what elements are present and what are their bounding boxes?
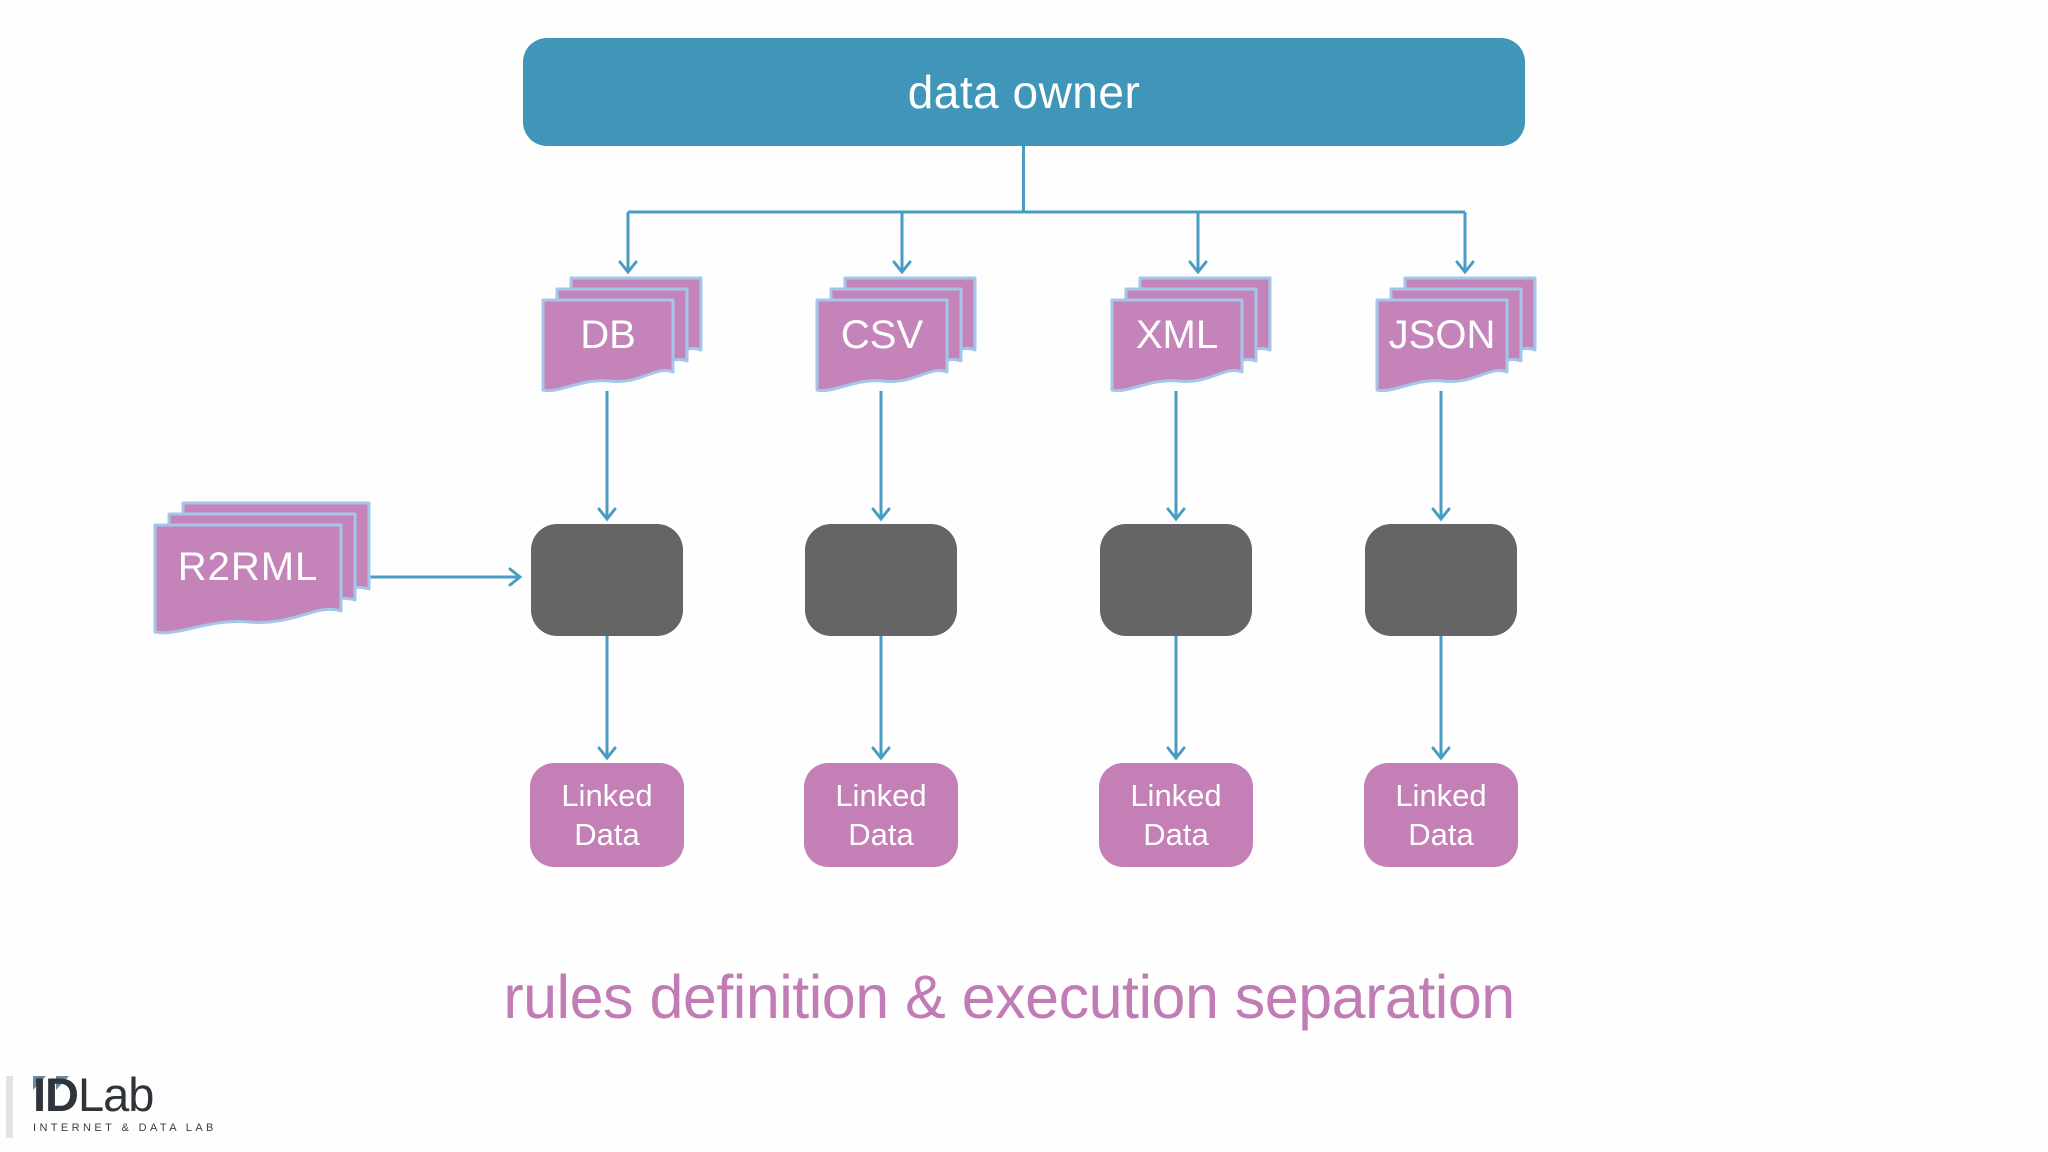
source-stack-csv: CSV <box>815 276 980 397</box>
slide-caption: rules definition & execution separation <box>503 963 1515 1031</box>
source-label-json: JSON <box>1388 312 1496 357</box>
processor-box-1 <box>531 524 683 636</box>
processor-box-2 <box>805 524 957 636</box>
logo-wordmark: IDLab <box>33 1071 217 1118</box>
logo-wordmark-lab: Lab <box>78 1068 154 1121</box>
processor-box-4 <box>1365 524 1517 636</box>
logo-tagline: INTERNET & DATA LAB <box>33 1122 217 1134</box>
output-box-1: Linked Data <box>530 763 684 867</box>
edge-artifact <box>6 1076 13 1138</box>
output-label: Linked Data <box>1130 778 1222 852</box>
output-label: Linked Data <box>561 778 653 852</box>
data-owner-label: data owner <box>907 66 1141 118</box>
output-label: Linked Data <box>1395 778 1487 852</box>
source-stack-db: DB <box>541 276 706 397</box>
idlab-logo: IDLab INTERNET & DATA LAB <box>33 1071 217 1134</box>
processor-box-3 <box>1100 524 1252 636</box>
rules-stack-r2rml: R2RML <box>153 501 374 642</box>
source-label-csv: CSV <box>840 312 924 357</box>
source-stack-json: JSON <box>1375 276 1540 397</box>
output-box-4: Linked Data <box>1364 763 1518 867</box>
output-box-2: Linked Data <box>804 763 958 867</box>
source-label-xml: XML <box>1135 312 1219 357</box>
output-label: Linked Data <box>835 778 927 852</box>
source-label-db: DB <box>580 312 636 357</box>
output-box-3: Linked Data <box>1099 763 1253 867</box>
source-stack-xml: XML <box>1110 276 1275 397</box>
data-owner-node: data owner <box>523 38 1525 146</box>
logo-wordmark-id: ID <box>33 1068 79 1121</box>
connector-trunk-and-bar <box>628 146 1465 214</box>
rules-label-r2rml: R2RML <box>177 544 319 589</box>
